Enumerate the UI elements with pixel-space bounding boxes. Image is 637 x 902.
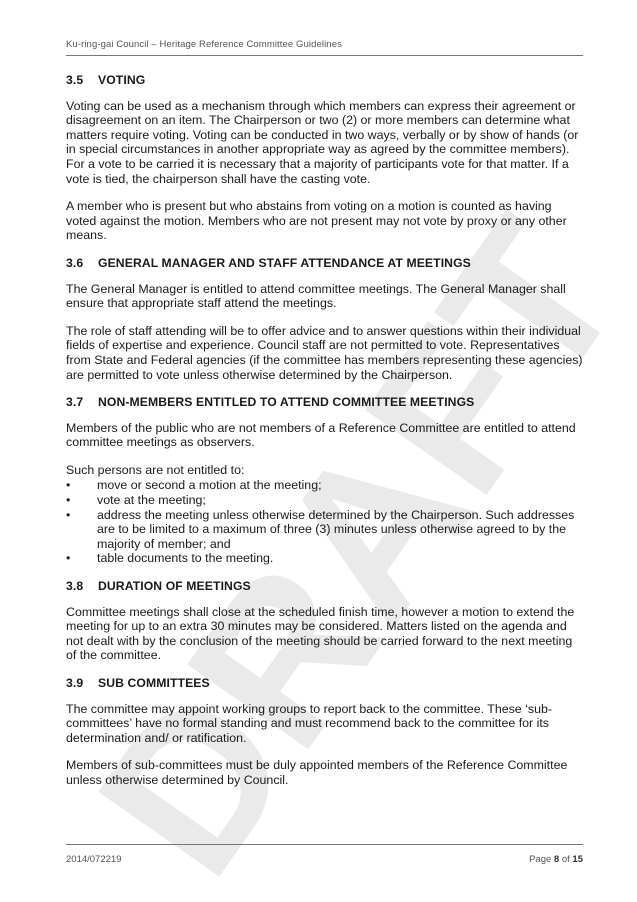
page-header-text: Ku-ring-gai Council – Heritage Reference… [66, 39, 342, 50]
page-prefix: Page [529, 854, 554, 865]
section-voting: 3.5 VOTING Voting can be used as a mecha… [66, 73, 583, 243]
footer-rule [66, 844, 583, 845]
paragraph: A member who is present but who abstains… [66, 199, 567, 243]
section-heading: 3.8 DURATION OF MEETINGS [66, 579, 583, 594]
list-item: address the meeting unless otherwise det… [66, 508, 583, 552]
section-heading: 3.5 VOTING [66, 73, 583, 88]
paragraph: Members of the public who are not member… [66, 420, 576, 450]
list-item: vote at the meeting; [66, 493, 583, 508]
paragraph: Voting can be used as a mechanism throug… [66, 98, 579, 186]
document-body: 3.5 VOTING Voting can be used as a mecha… [66, 73, 583, 801]
section-title: SUB COMMITTEES [98, 676, 210, 690]
section-number: 3.9 [66, 676, 84, 690]
section-title: GENERAL MANAGER AND STAFF ATTENDANCE AT … [98, 255, 471, 270]
paragraph: The committee may appoint working groups… [66, 701, 552, 745]
restriction-list: move or second a motion at the meeting; … [66, 478, 583, 566]
page-total: 15 [572, 854, 583, 865]
section-sub-committees: 3.9 SUB COMMITTEES The committee may app… [66, 676, 583, 788]
paragraph: Committee meetings shall close at the sc… [66, 604, 575, 663]
list-item: table documents to the meeting. [66, 551, 583, 566]
section-number: 3.8 [66, 579, 84, 594]
section-staff-attendance: 3.6 GENERAL MANAGER AND STAFF ATTENDANCE… [66, 256, 583, 382]
section-number: 3.5 [66, 73, 84, 87]
section-heading: 3.6 GENERAL MANAGER AND STAFF ATTENDANCE… [66, 256, 583, 271]
section-title: VOTING [98, 73, 146, 87]
footer-page-number: Page 8 of 15 [529, 854, 583, 865]
paragraph: Such persons are not entitled to: [66, 462, 245, 477]
header-rule [66, 55, 583, 56]
footer-doc-id: 2014/072219 [66, 854, 122, 865]
page-separator: of [559, 854, 573, 865]
paragraph: The role of staff attending will be to o… [66, 323, 583, 382]
section-non-members: 3.7 NON-MEMBERS ENTITLED TO ATTEND COMMI… [66, 395, 583, 566]
paragraph: Members of sub-committees must be duly a… [66, 758, 568, 787]
section-duration: 3.8 DURATION OF MEETINGS Committee meeti… [66, 579, 583, 663]
section-title: DURATION OF MEETINGS [98, 579, 251, 594]
section-number: 3.7 [66, 395, 84, 410]
section-heading: 3.7 NON-MEMBERS ENTITLED TO ATTEND COMMI… [66, 395, 583, 410]
section-number: 3.6 [66, 255, 84, 270]
section-title: NON-MEMBERS ENTITLED TO ATTEND COMMITTEE… [98, 395, 475, 410]
section-heading: 3.9 SUB COMMITTEES [66, 676, 583, 691]
paragraph: The General Manager is entitled to atten… [66, 281, 566, 311]
list-item: move or second a motion at the meeting; [66, 478, 583, 493]
page-current: 8 [553, 854, 560, 865]
